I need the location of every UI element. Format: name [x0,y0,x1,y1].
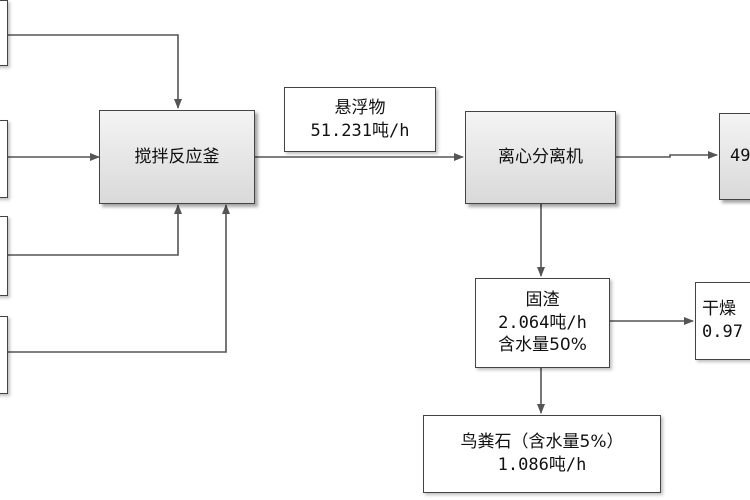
input-box-3 [0,216,8,296]
dryer-name: 干燥 [702,299,736,320]
centrifuge-box: 离心分离机 [465,111,616,204]
input-box-1 [0,0,8,66]
guano-rate: 1.086吨/h [497,455,587,475]
solid-residue-water: 含水量50% [498,335,587,356]
right-output-box: 49 [719,113,750,200]
solid-residue-name: 固渣 [525,289,560,310]
guano-box: 鸟粪石（含水量5%） 1.086吨/h [423,415,661,493]
input-box-4 [0,316,8,394]
guano-name: 鸟粪石（含水量5%） [460,432,624,453]
solid-residue-box: 固渣 2.064吨/h 含水量50% [475,278,610,368]
suspension-box: 悬浮物 51.231吨/h [284,87,436,152]
reactor-label: 搅拌反应釜 [134,146,220,167]
suspension-name: 悬浮物 [334,97,386,118]
input-3-line [8,204,182,256]
input-1-line [8,34,182,109]
dryer-value: 0.97 [702,322,743,342]
centrifuge-to-right-line [616,151,718,159]
suspension-rate: 51.231吨/h [310,120,410,141]
input-box-2 [0,120,8,198]
solid-residue-rate: 2.064吨/h [498,312,587,333]
right-output-value: 49 [730,146,750,167]
reactor-box: 搅拌反应釜 [99,110,255,204]
dryer-box: 干燥 0.97 [695,282,750,360]
input-4-line [8,204,230,353]
centrifuge-label: 离心分离机 [498,147,583,168]
